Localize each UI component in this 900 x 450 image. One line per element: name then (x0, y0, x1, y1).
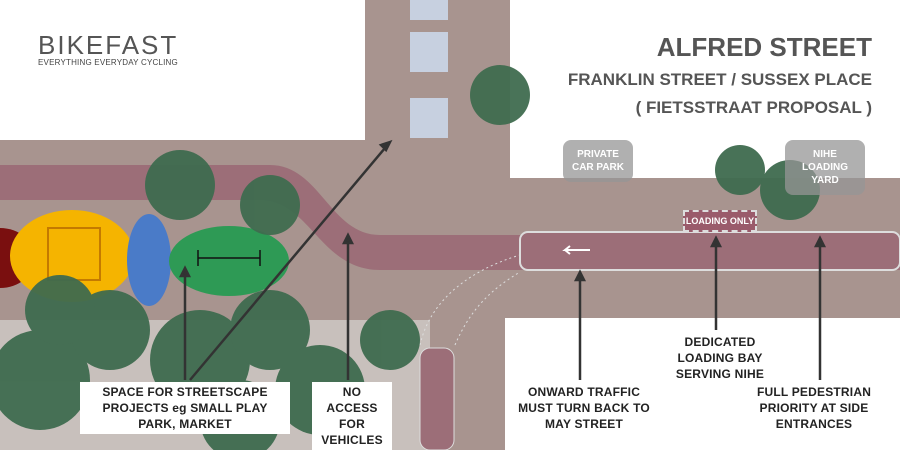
annotation-no-access: NO ACCESS FOR VEHICLES (312, 382, 392, 450)
annotation-streetscape: SPACE FOR STREETSCAPE PROJECTS eg SMALL … (80, 382, 290, 434)
bikefast-logo: BIKEFAST EVERYTHING EVERYDAY CYCLING (38, 32, 178, 67)
nihe-loading-yard-label: NIHE LOADING YARD (785, 140, 865, 195)
side-lane (419, 347, 455, 450)
loading-only-bay: LOADING ONLY (683, 210, 757, 232)
title-line2: FRANKLIN STREET / SUSSEX PLACE (567, 70, 872, 89)
annotation-loading-bay: DEDICATED LOADING BAY SERVING NIHE (660, 332, 780, 384)
arrow-icon (562, 245, 590, 255)
private-car-park-label: PRIVATE CAR PARK (563, 140, 633, 182)
block-top-left (0, 0, 365, 140)
annotation-onward-traffic: ONWARD TRAFFIC MUST TURN BACK TO MAY STR… (507, 382, 661, 434)
seating-zone (169, 226, 289, 296)
annotation-arrows (178, 139, 827, 381)
one-way-lane (519, 231, 900, 271)
annotation-pedestrian-priority: FULL PEDESTRIAN PRIORITY AT SIDE ENTRANC… (740, 382, 888, 434)
pedestrian-crossing (410, 0, 448, 138)
title-line1: ALFRED STREET (656, 32, 872, 62)
logo-tagline: EVERYTHING EVERYDAY CYCLING (38, 58, 178, 67)
title-line3: ( FIETSSTRAAT PROPOSAL ) (635, 98, 872, 117)
logo-name: BIKEFAST (38, 30, 179, 60)
play-park-zone (10, 210, 134, 302)
market-zone (127, 214, 171, 306)
